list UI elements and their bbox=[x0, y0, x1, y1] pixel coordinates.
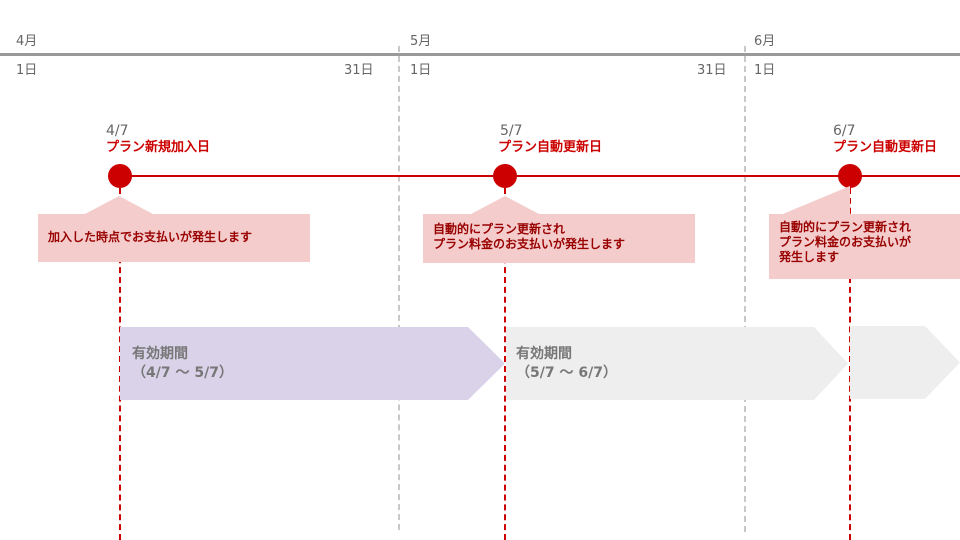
event-line-may7 bbox=[504, 188, 506, 540]
callout-text: 加入した時点でお支払いが発生します bbox=[48, 230, 253, 244]
event-marker-3 bbox=[838, 164, 862, 188]
period-arrow-1: 有効期間 （4/7 ～ 5/7） bbox=[120, 327, 505, 400]
month-label-may: 5月 bbox=[410, 34, 432, 49]
day-label-apr-31: 31日 bbox=[344, 63, 374, 78]
callout-text: 発生します bbox=[779, 250, 840, 264]
period-arrow-shape bbox=[850, 326, 960, 399]
day-label-apr-1: 1日 bbox=[16, 63, 38, 78]
event-title-2: プラン自動更新日 bbox=[498, 140, 603, 155]
period-range: （4/7 ～ 5/7） bbox=[132, 365, 233, 381]
day-label-jun-1: 1日 bbox=[754, 63, 776, 78]
callout-1: 加入した時点でお支払いが発生します bbox=[38, 214, 310, 262]
callout-text: プラン料金のお支払いが発生します bbox=[433, 237, 626, 251]
month-label-june: 6月 bbox=[754, 34, 776, 49]
period-range: （5/7 ～ 6/7） bbox=[516, 365, 617, 381]
callout-text: 自動的にプラン更新され bbox=[779, 220, 912, 234]
event-title-3: プラン自動更新日 bbox=[833, 140, 938, 155]
period-title: 有効期間 bbox=[132, 346, 188, 362]
event-marker-2 bbox=[493, 164, 517, 188]
event-marker-1 bbox=[108, 164, 132, 188]
timeline-line bbox=[120, 175, 960, 177]
period-label: 有効期間 （5/7 ～ 6/7） bbox=[516, 345, 617, 383]
event-date-1: 4/7 bbox=[106, 123, 129, 139]
day-label-may-1: 1日 bbox=[410, 63, 432, 78]
event-title-1: プラン新規加入日 bbox=[106, 140, 211, 155]
month-boundary-may bbox=[398, 46, 400, 530]
event-date-3: 6/7 bbox=[833, 123, 856, 139]
period-label: 有効期間 （4/7 ～ 5/7） bbox=[132, 345, 233, 383]
callout-pointer-1 bbox=[85, 196, 153, 214]
callout-pointer-3 bbox=[778, 186, 850, 216]
period-arrow-3 bbox=[850, 326, 960, 399]
month-axis-line bbox=[0, 53, 960, 56]
event-date-2: 5/7 bbox=[500, 123, 523, 139]
day-label-may-31: 31日 bbox=[697, 63, 727, 78]
period-arrow-shape bbox=[120, 327, 505, 400]
callout-pointer-2 bbox=[471, 196, 539, 214]
period-arrow-2: 有効期間 （5/7 ～ 6/7） bbox=[506, 327, 848, 400]
period-title: 有効期間 bbox=[516, 346, 572, 362]
callout-2: 自動的にプラン更新され プラン料金のお支払いが発生します bbox=[423, 214, 695, 263]
callout-text: プラン料金のお支払いが bbox=[779, 235, 912, 249]
period-arrow-shape bbox=[506, 327, 848, 400]
callout-text: 自動的にプラン更新され bbox=[433, 222, 566, 236]
month-boundary-june bbox=[744, 46, 746, 532]
month-label-april: 4月 bbox=[16, 34, 38, 49]
callout-3: 自動的にプラン更新され プラン料金のお支払いが 発生します bbox=[769, 214, 960, 279]
